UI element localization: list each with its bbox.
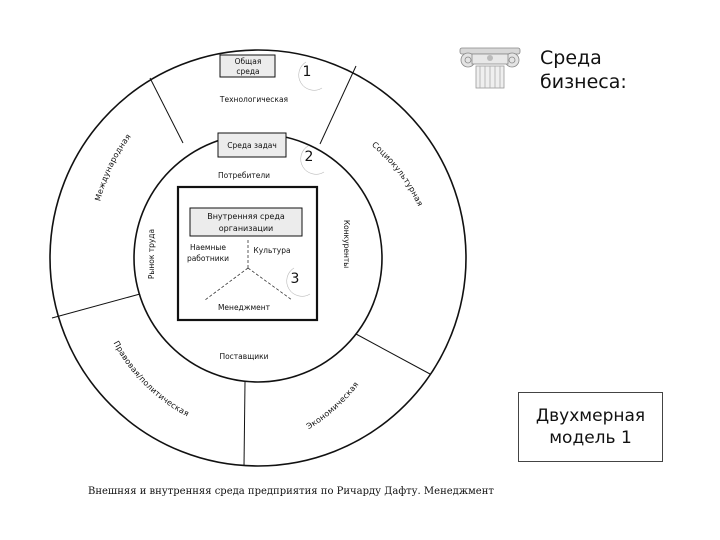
dashed-divider	[204, 267, 249, 301]
label-international: Международная	[93, 132, 132, 202]
label-management: Менеджмент	[218, 303, 271, 312]
crescent-moon-icon	[298, 61, 323, 91]
label-technological: Технологическая	[219, 95, 288, 104]
title-line2: бизнеса:	[540, 71, 627, 93]
number-1: 1	[303, 64, 312, 80]
model-box: Двухмерная модель 1	[518, 392, 663, 462]
number-3: 3	[291, 271, 300, 287]
outer-circle	[49, 49, 467, 467]
internal-environment-line2: организации	[219, 224, 274, 233]
label-competitors: Конкуренты	[342, 220, 351, 268]
task-environment-label: Среда задач	[227, 141, 277, 150]
label-employees-line1: Наемные	[190, 243, 226, 252]
divider-line	[149, 77, 184, 144]
title-line1: Среда	[540, 47, 602, 69]
ionic-column-icon	[459, 47, 521, 89]
general-environment-line2: среда	[236, 67, 259, 76]
divider-line	[243, 381, 246, 467]
dashed-divider	[247, 267, 293, 301]
general-environment-box	[219, 54, 276, 78]
internal-environment-square	[176, 185, 319, 322]
model-box-line2: модель 1	[549, 428, 632, 448]
label-legal-political: Правовая/политическая	[112, 339, 191, 418]
divider-line	[319, 65, 357, 145]
number-2: 2	[305, 149, 314, 165]
crescent-moon-icon	[300, 145, 325, 175]
label-labor-market: Рынок труда	[147, 229, 156, 279]
label-suppliers: Поставщики	[219, 352, 268, 361]
internal-environment-box	[189, 207, 303, 237]
label-economic: Экономическая	[305, 380, 361, 431]
label-employees-line2: работники	[187, 254, 229, 263]
task-environment-box	[217, 132, 287, 158]
label-culture: Культура	[253, 246, 290, 255]
internal-environment-line1: Внутренняя среда	[207, 212, 285, 221]
divider-line	[51, 293, 141, 319]
label-sociocultural: Социокультурная	[370, 140, 425, 208]
caption: Внешняя и внутренняя среда предприятия п…	[88, 486, 494, 497]
crescent-moon-icon	[286, 267, 311, 297]
model-box-line1: Двухмерная	[535, 406, 646, 426]
divider-line	[355, 333, 431, 375]
page-title: Среда бизнеса:	[540, 46, 710, 94]
general-environment-line1: Общая	[235, 57, 262, 66]
label-consumers: Потребители	[218, 171, 270, 180]
